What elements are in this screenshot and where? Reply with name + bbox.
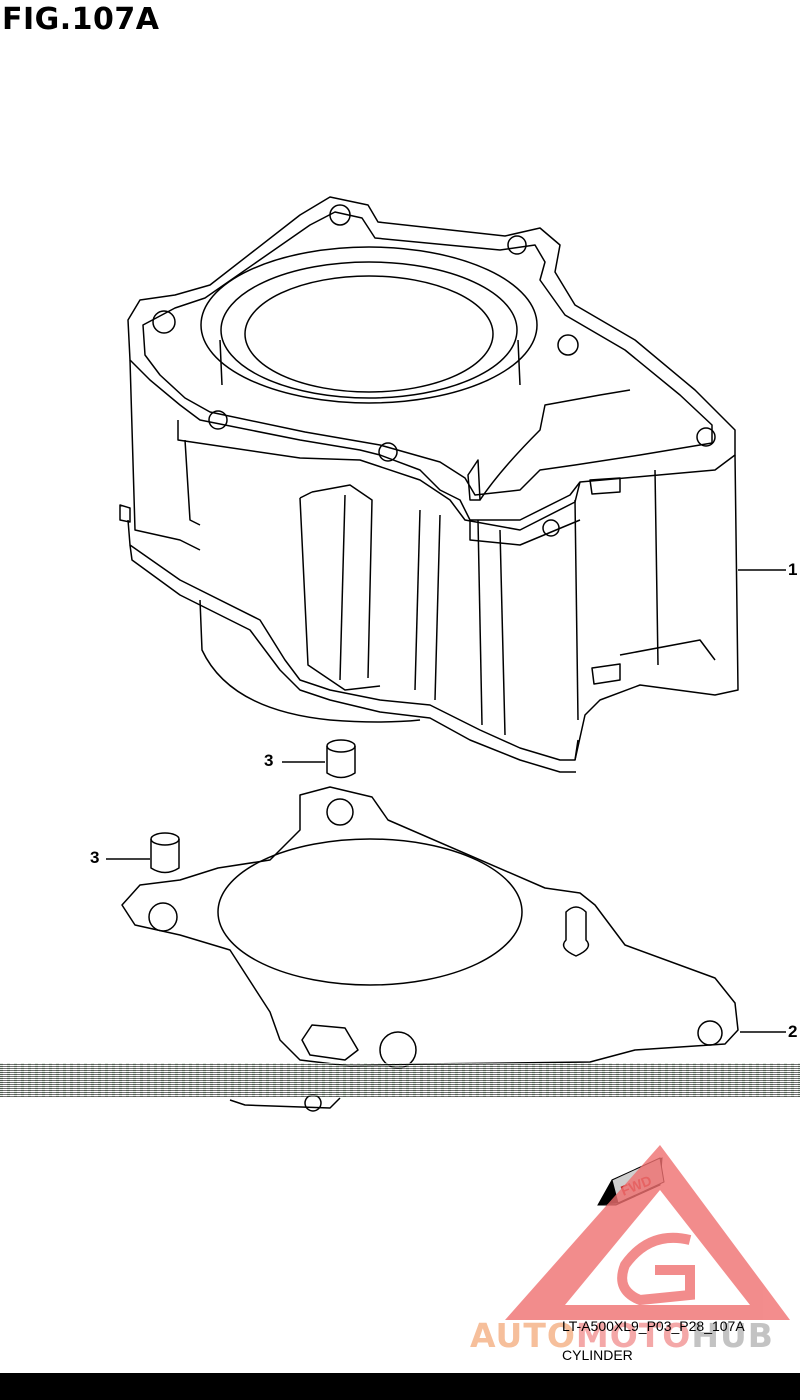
watermark-moto: MOTO: [575, 1316, 692, 1355]
figure-title: FIG.107A: [2, 2, 160, 37]
scan-noise-band: [0, 1063, 800, 1097]
bottom-bar: [0, 1373, 800, 1400]
diagram-name: CYLINDER: [562, 1347, 633, 1363]
dowel-pin-lower: [150, 832, 180, 874]
watermark-hub: HUB: [691, 1316, 774, 1355]
watermark-text: AUTOMOTOHUB: [470, 1316, 774, 1355]
part-number-1: 1: [788, 560, 798, 579]
diagram-code: LT-A500XL9_P03_P28_107A: [562, 1318, 745, 1334]
dowel-pin-upper: [326, 739, 356, 779]
watermark-auto: AUTO: [470, 1316, 576, 1355]
part-number-3-upper: 3: [264, 751, 274, 770]
part-number-2: 2: [788, 1022, 798, 1041]
watermark-logo-icon: [505, 1145, 790, 1320]
part-number-3-lower: 3: [90, 848, 100, 867]
cylinder-part: [119, 196, 739, 773]
